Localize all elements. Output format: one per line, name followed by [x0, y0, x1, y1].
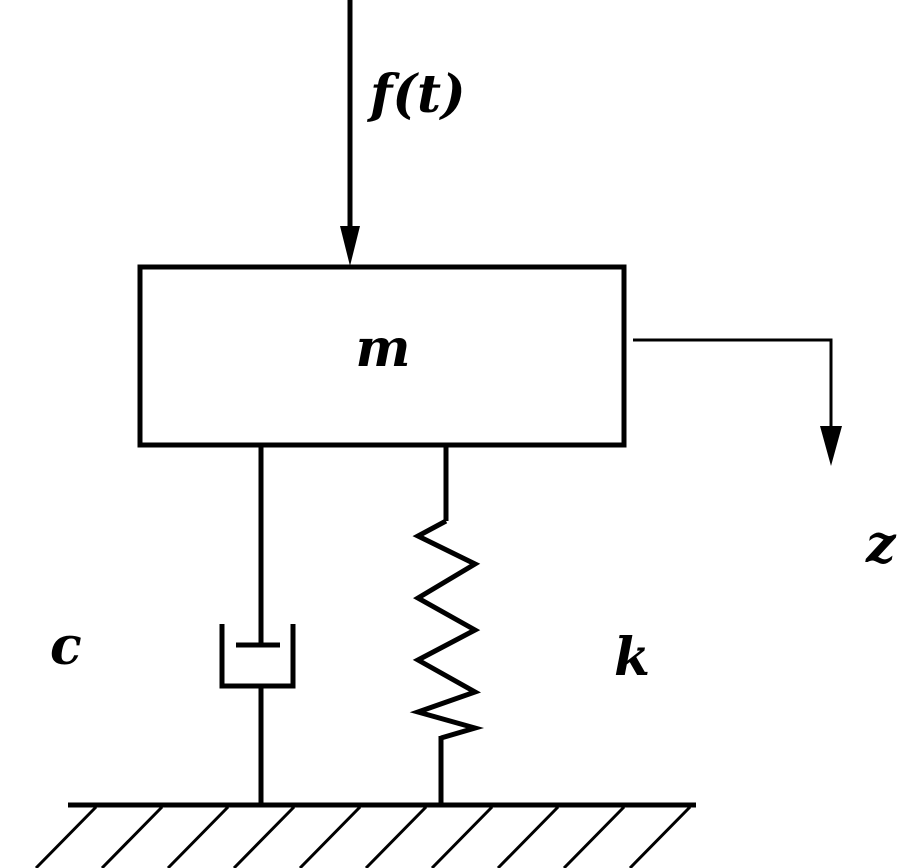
- ground-hatch-line: [298, 805, 362, 868]
- spring-coil: [409, 518, 485, 741]
- ground-hatch-line: [496, 805, 560, 868]
- displacement-arrow-shaft: [633, 338, 833, 430]
- force-arrow-head: [340, 226, 360, 266]
- ground-hatch-line: [430, 805, 494, 868]
- spring: [409, 445, 485, 803]
- ground-hatch-line: [562, 805, 626, 868]
- force-arrow: [340, 0, 360, 266]
- force-label: f(t): [366, 64, 466, 125]
- mass-block: [137, 264, 627, 448]
- ground-hatch-line: [100, 805, 164, 868]
- ground-hatching: [34, 805, 692, 868]
- ground-hatch-line: [34, 805, 98, 868]
- ground-hatch-line: [232, 805, 296, 868]
- displacement-arrow: [633, 338, 842, 466]
- damper-label: c: [50, 616, 82, 677]
- damper: [219, 445, 296, 803]
- ground-hatch-line: [166, 805, 230, 868]
- ground: [34, 802, 696, 868]
- mass-label: m: [355, 318, 410, 379]
- displacement-label: z: [865, 514, 897, 575]
- damper-cylinder: [219, 624, 296, 689]
- spring-label: k: [614, 627, 650, 688]
- ground-hatch-line: [364, 805, 428, 868]
- displacement-arrow-head: [820, 426, 842, 466]
- ground-hatch-line: [628, 805, 692, 868]
